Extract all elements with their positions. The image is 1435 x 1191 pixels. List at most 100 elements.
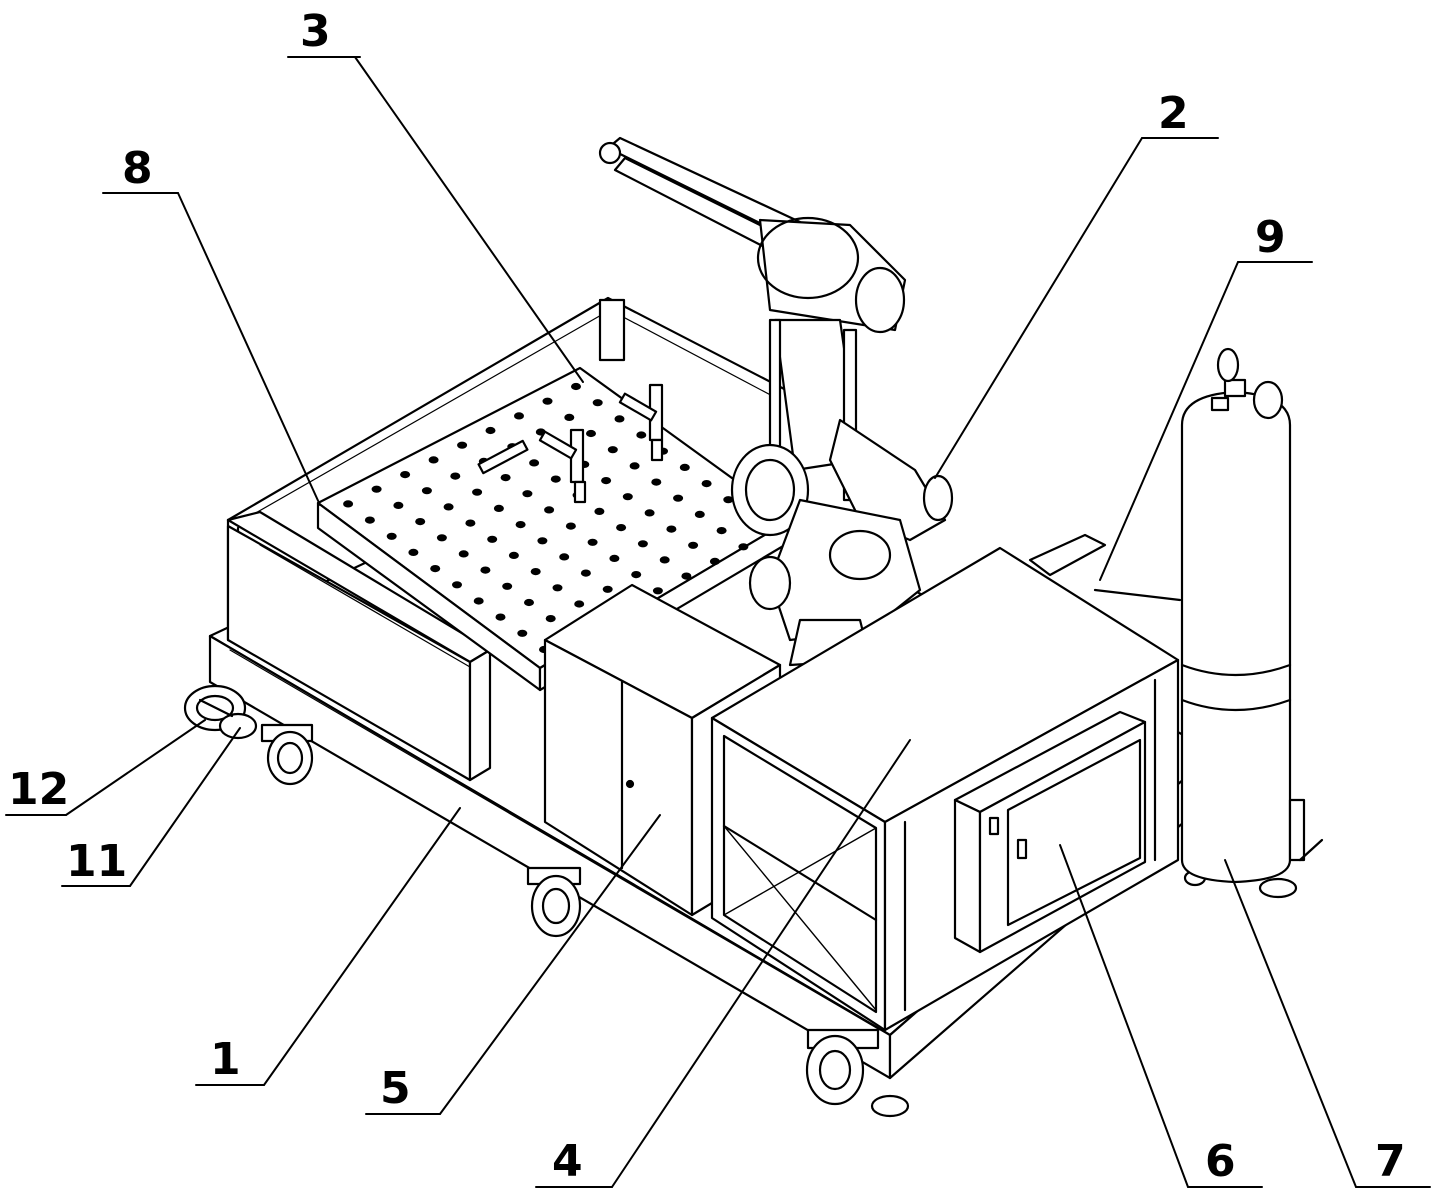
table-hole — [716, 527, 727, 535]
table-hole — [502, 582, 513, 590]
brake-handwheel — [183, 684, 258, 740]
caster-wheels — [260, 723, 1298, 1118]
table-hole — [586, 429, 596, 438]
table-hole — [550, 475, 561, 483]
caster-rear-right — [1183, 869, 1298, 899]
table-hole — [559, 553, 570, 561]
table-hole — [574, 600, 585, 608]
table-hole — [666, 525, 677, 533]
table-hole — [542, 397, 553, 405]
table-hole — [544, 506, 555, 514]
table-hole — [644, 509, 655, 517]
callout-6: 6 — [1205, 1136, 1236, 1187]
front-side-panel — [226, 524, 492, 782]
table-hole — [495, 613, 506, 621]
table-hole — [465, 519, 476, 527]
table-hole — [565, 522, 576, 530]
callout-12: 12 — [8, 764, 70, 815]
table-hole — [614, 415, 625, 423]
callout-4: 4 — [552, 1136, 583, 1187]
fixture-clamps — [477, 383, 664, 504]
table-hole — [688, 541, 699, 549]
welding-power-supply — [953, 710, 1147, 954]
table-hole — [637, 540, 648, 548]
table-hole — [428, 456, 439, 464]
table-hole — [430, 565, 441, 573]
table-hole — [436, 534, 447, 542]
table-hole — [580, 569, 591, 577]
callout-9: 9 — [1255, 212, 1286, 263]
table-hole — [681, 572, 692, 580]
table-hole — [408, 548, 419, 557]
table-hole — [601, 477, 612, 485]
table-hole — [524, 598, 534, 607]
table-hole — [415, 518, 426, 526]
caster-front-left — [260, 723, 314, 786]
rear-wire-feeder — [1028, 533, 1182, 602]
table-hole — [508, 551, 519, 560]
table-hole — [458, 550, 469, 558]
table-hole — [443, 503, 454, 511]
table-hole — [364, 516, 375, 524]
table-hole — [571, 382, 581, 391]
table-hole — [679, 463, 690, 471]
table-hole — [738, 543, 749, 551]
table-hole — [631, 571, 642, 579]
callout-1: 1 — [210, 1034, 241, 1085]
table-hole — [564, 413, 575, 421]
table-hole — [343, 500, 354, 508]
callout-leaders — [5, 56, 1431, 1188]
table-hole — [607, 446, 618, 454]
table-hole — [609, 554, 620, 563]
table-hole — [517, 629, 528, 637]
table-hole — [500, 474, 511, 482]
table-hole — [652, 587, 663, 595]
table-hole — [659, 556, 670, 564]
table-hole — [673, 494, 684, 502]
table-hole — [480, 566, 491, 574]
callout-2: 2 — [1158, 88, 1189, 139]
table-hole — [602, 585, 613, 593]
table-hole — [472, 488, 483, 496]
table-hole — [457, 441, 468, 449]
table-hole — [487, 535, 498, 543]
table-hole — [537, 537, 548, 545]
table-hole — [421, 487, 432, 495]
welding-robot-arm — [598, 136, 954, 667]
callout-8: 8 — [122, 143, 153, 194]
caster-front-right — [805, 1028, 910, 1118]
callout-3: 3 — [300, 6, 331, 57]
table-hole — [400, 471, 411, 479]
table-hole — [636, 431, 647, 439]
table-hole — [694, 510, 705, 518]
table-hole — [485, 426, 496, 435]
table-hole — [515, 521, 526, 529]
table-hole — [493, 504, 504, 512]
table-hole — [530, 568, 541, 576]
table-hole — [450, 472, 461, 480]
table-hole — [514, 412, 524, 420]
table-hole — [587, 538, 598, 546]
table-hole — [473, 597, 484, 605]
table-hole — [701, 480, 712, 488]
table-hole — [709, 557, 720, 566]
table-hole — [622, 493, 633, 501]
gas-cylinder — [1180, 347, 1324, 884]
table-hole — [592, 399, 603, 407]
table-hole — [552, 584, 563, 592]
table-hole — [651, 478, 662, 486]
table-hole — [386, 532, 397, 540]
table-hole — [452, 581, 462, 589]
table-hole — [616, 524, 627, 532]
table-hole — [522, 490, 533, 498]
table-hole — [594, 507, 605, 515]
callout-5: 5 — [380, 1063, 411, 1114]
caster-front-middle — [526, 866, 582, 938]
callout-11: 11 — [66, 836, 128, 887]
table-hole — [629, 462, 640, 470]
table-hole — [529, 459, 540, 467]
table-hole — [371, 485, 382, 493]
table-hole — [723, 496, 734, 504]
